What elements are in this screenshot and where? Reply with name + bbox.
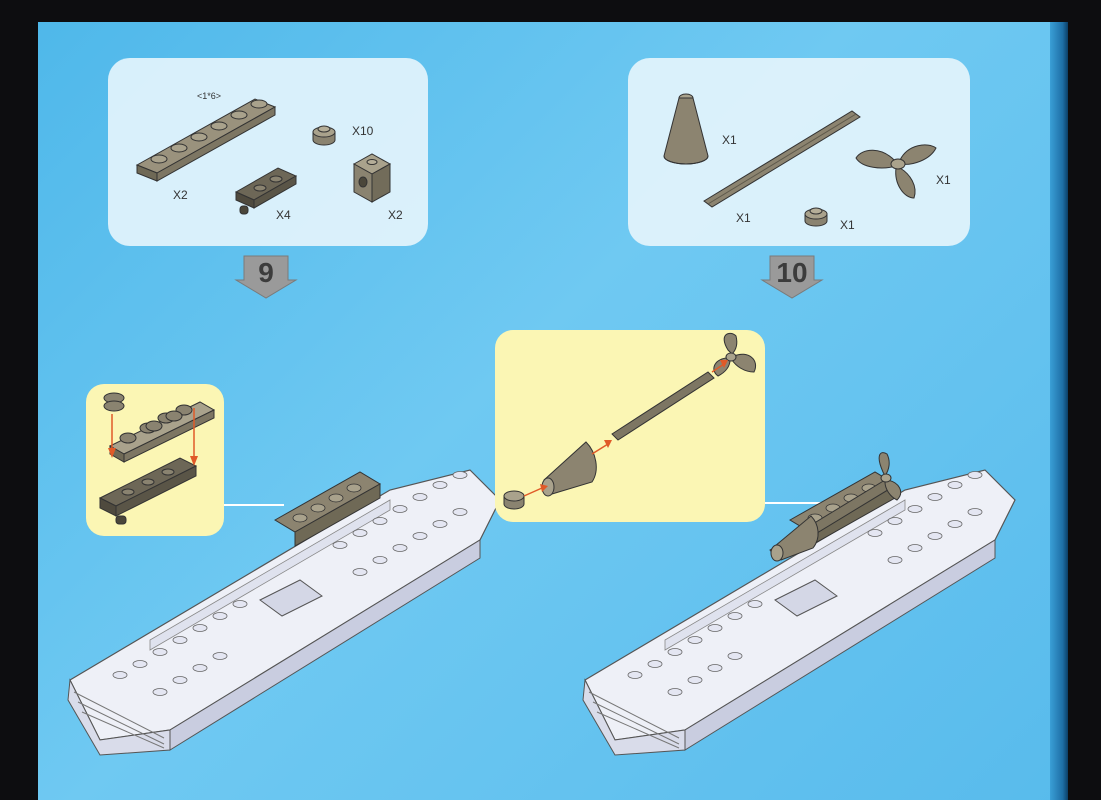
cone-icon bbox=[663, 93, 709, 165]
step9-hull-assembly-icon bbox=[67, 469, 501, 756]
axle-icon bbox=[703, 110, 861, 208]
step10-pointer-line bbox=[765, 502, 825, 504]
step9-subassembly-icon bbox=[98, 392, 216, 525]
step10-number: 10 bbox=[776, 257, 808, 288]
step9-pointer-line bbox=[224, 504, 284, 506]
propeller-quantity: X1 bbox=[936, 173, 951, 187]
axle-quantity: X1 bbox=[736, 211, 751, 225]
plate-size-label: <1*6> bbox=[197, 91, 222, 101]
round-stud-small-quantity: X1 bbox=[840, 218, 855, 232]
step10-subassembly-icon bbox=[503, 332, 756, 510]
plate-with-clips-icon bbox=[234, 167, 298, 215]
step9-number: 9 bbox=[258, 257, 274, 288]
technic-brick-icon bbox=[352, 153, 392, 203]
cone-quantity: X1 bbox=[722, 133, 737, 147]
step9-arrow-icon bbox=[234, 255, 298, 299]
round-stud-icon bbox=[312, 125, 336, 146]
step10-hull-assembly-icon bbox=[582, 452, 1016, 756]
step10-arrow-icon bbox=[760, 255, 824, 299]
plate-with-clips-quantity: X4 bbox=[276, 208, 291, 222]
round-stud-small-icon bbox=[804, 207, 828, 227]
page-binding-edge bbox=[1050, 22, 1068, 800]
plate-1x6-icon bbox=[135, 98, 277, 182]
propeller-icon bbox=[855, 144, 937, 199]
round-stud-quantity: X10 bbox=[352, 124, 374, 138]
plate-1x6-quantity: X2 bbox=[173, 188, 188, 202]
technic-brick-quantity: X2 bbox=[388, 208, 403, 222]
